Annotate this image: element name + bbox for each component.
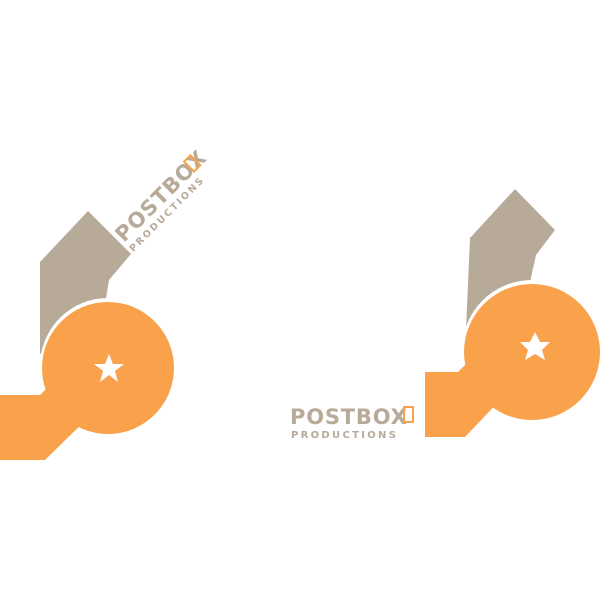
logo-rotated: POSTBOX PRODUCTIONS bbox=[0, 145, 212, 460]
star-icon bbox=[94, 354, 124, 382]
logo-foot-shape bbox=[425, 325, 505, 437]
logo-horizontal: POSTBOX PRODUCTIONS bbox=[290, 189, 600, 441]
logo-brand-subtitle: PRODUCTIONS bbox=[291, 430, 398, 441]
logo-wordmark-horizontal: POSTBOX PRODUCTIONS bbox=[290, 405, 414, 441]
post-box-icon bbox=[182, 153, 202, 173]
post-box-icon bbox=[403, 406, 414, 423]
logo-brand-name: POSTBOX bbox=[290, 405, 408, 429]
star-icon bbox=[520, 332, 550, 360]
logo-wordmark-rotated: POSTBOX PRODUCTIONS bbox=[111, 145, 212, 254]
logo-foot-shape bbox=[0, 340, 96, 460]
